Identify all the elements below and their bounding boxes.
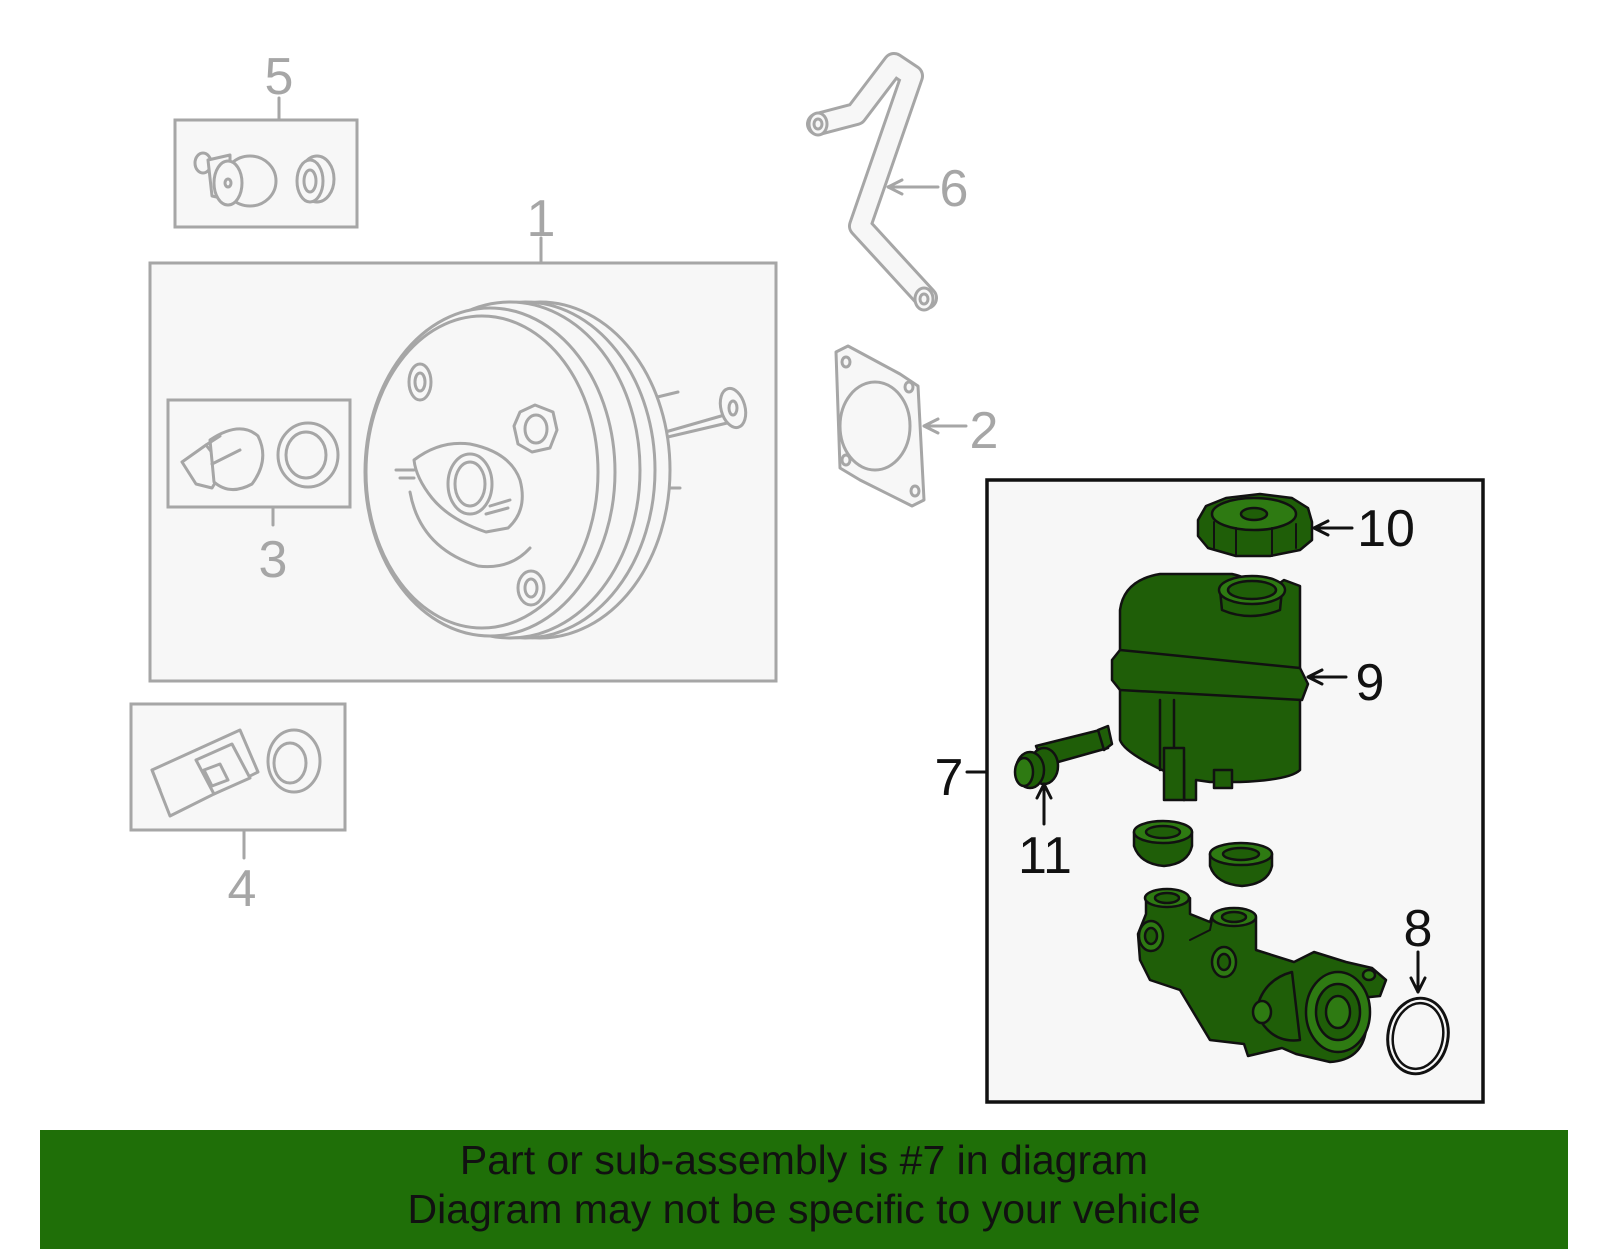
part-8-o-ring[interactable] — [1382, 950, 1454, 1079]
reservoir-grommet-right[interactable] — [1208, 841, 1274, 888]
part-9-fluid-reservoir[interactable] — [1110, 572, 1348, 802]
part-3-sensor-kit[interactable] — [166, 398, 352, 527]
callout-9: 9 — [1356, 654, 1385, 712]
callout-10: 10 — [1357, 500, 1415, 558]
part-1-brake-booster[interactable] — [148, 236, 778, 683]
callout-6: 6 — [940, 160, 969, 218]
callout-7: 7 — [935, 749, 964, 807]
info-banner: Part or sub-assembly is #7 in diagram Di… — [40, 1130, 1568, 1249]
callout-11: 11 — [1018, 827, 1072, 885]
parts-diagram: 5 1 3 — [129, 48, 1485, 1104]
callout-4: 4 — [228, 860, 257, 918]
part-11-fluid-level-sensor[interactable] — [1013, 724, 1114, 826]
part-5-check-valve-kit[interactable] — [173, 96, 359, 229]
part-7-master-cylinder-assembly[interactable] — [965, 478, 1485, 1104]
callout-5: 5 — [265, 48, 294, 106]
callout-3: 3 — [259, 531, 288, 589]
part-4-vacuum-sensor-kit[interactable] — [129, 702, 347, 860]
part-2-booster-gasket[interactable] — [834, 344, 968, 508]
banner-line-disclaimer: Diagram may not be specific to your vehi… — [407, 1186, 1201, 1232]
part-6-vacuum-hose[interactable] — [806, 52, 940, 312]
callout-2: 2 — [970, 402, 999, 460]
reservoir-grommet-left[interactable] — [1132, 819, 1194, 868]
master-cylinder-body[interactable] — [1136, 887, 1388, 1064]
callout-1: 1 — [527, 190, 556, 248]
callout-8: 8 — [1404, 900, 1433, 958]
part-10-reservoir-cap[interactable] — [1196, 492, 1354, 558]
banner-line-part: Part or sub-assembly is #7 in diagram — [459, 1137, 1149, 1183]
